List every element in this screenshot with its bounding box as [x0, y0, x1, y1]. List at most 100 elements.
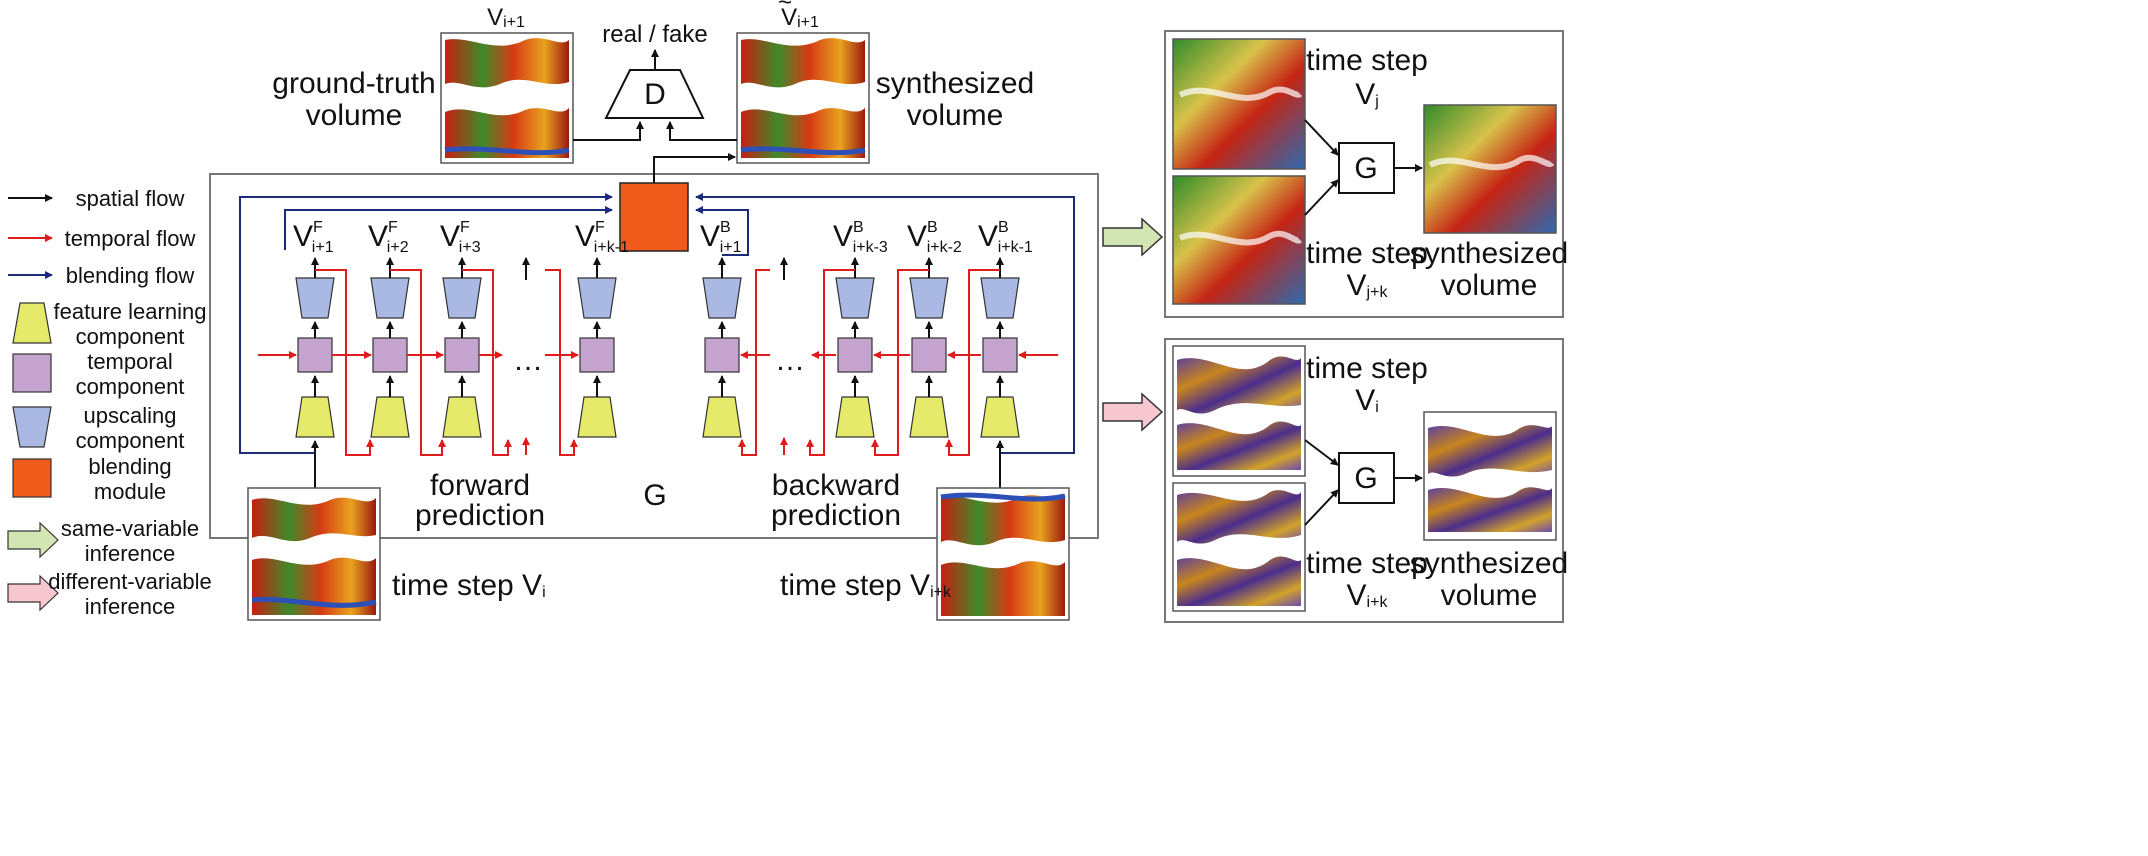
panel-bottom-generator-label: G [1354, 462, 1377, 495]
feature-learning-component [909, 396, 949, 438]
temporal-component [579, 337, 615, 373]
time-step-right-label: time step Vi+k [780, 569, 952, 602]
temporal-component [911, 337, 947, 373]
upscaling-component [442, 277, 482, 319]
legend-label: blending [88, 454, 171, 479]
panel-top-volume-2 [1172, 175, 1306, 305]
blend-to-synth-arrow [653, 153, 736, 183]
panel-bottom-out2: volume [1441, 579, 1538, 612]
panel-bottom-ts1: time step [1306, 352, 1428, 385]
legend-item: spatial flow [8, 186, 185, 211]
panel-top-generator [1338, 142, 1395, 194]
orange-square-icon [12, 458, 52, 498]
temporal-component [982, 337, 1018, 373]
panel-top-generator-label: G [1354, 152, 1377, 185]
tilde-mark: ~ [778, 0, 792, 16]
panel-bottom-output-volume [1423, 411, 1557, 541]
panel-top-output-volume [1423, 104, 1557, 234]
feature-learning-component [702, 396, 742, 438]
legend-item: temporal flow [8, 226, 196, 251]
panel-same-variable [1164, 30, 1564, 318]
panel-bottom-generator [1338, 452, 1395, 504]
generator-label: G [643, 479, 666, 512]
forward-prediction-label-1: forward [430, 469, 530, 502]
legend-label: module [94, 479, 166, 504]
panel-bottom-arrow-2 [1304, 489, 1339, 526]
temporal-component [444, 337, 480, 373]
panel-top-arrow-2 [1304, 179, 1339, 216]
temporal-component [372, 337, 408, 373]
panel-top-arrow-1 [1304, 119, 1339, 156]
upscaling-component [370, 277, 410, 319]
legend-item: blending flow [8, 263, 194, 288]
real-fake-label: real / fake [602, 21, 707, 48]
panel-top-ts1-var: Vj [1355, 78, 1379, 111]
synth-to-disc-arrow [666, 121, 737, 141]
temporal-component [837, 337, 873, 373]
legend-label: same-variable [61, 516, 199, 541]
legend-label: temporal flow [65, 226, 196, 251]
blending-module [619, 182, 689, 252]
feature-learning-component [980, 396, 1020, 438]
panel-bottom-volume-2 [1172, 482, 1306, 612]
input-volume-right [936, 487, 1070, 621]
legend-label: upscaling [84, 403, 177, 428]
synthesized-volume [736, 32, 870, 164]
input-volume-left [247, 487, 381, 621]
panel-bottom-ts1-var: Vi [1355, 384, 1379, 417]
blending-flow-lines [239, 193, 1075, 454]
upscaling-component [980, 277, 1020, 319]
forward-prediction-label-2: prediction [415, 499, 545, 532]
feature-learning-component [577, 396, 617, 438]
ground-truth-label-2: volume [306, 99, 403, 132]
panel-top-volume-1 [1172, 38, 1306, 170]
different-variable-arrow [1102, 392, 1164, 432]
legend-label: inference [85, 541, 176, 566]
blue-trapezoid-icon [12, 406, 52, 448]
upscaling-component [835, 277, 875, 319]
gt-to-disc-arrow [573, 121, 644, 141]
panel-top-out2: volume [1441, 269, 1538, 302]
forward-ellipsis: … [513, 344, 543, 377]
pink-block-arrow-icon [7, 574, 59, 612]
temporal-component [704, 337, 740, 373]
panel-different-variable [1164, 338, 1564, 623]
legend-label: component [76, 374, 185, 399]
legend-label: inference [85, 594, 176, 619]
legend-label: different-variable [48, 569, 211, 594]
same-variable-arrow [1102, 217, 1164, 257]
panel-top-ts2-var: Vj+k [1347, 269, 1389, 302]
panel-bottom-arrow-1 [1304, 439, 1339, 466]
synthesized-title: Vi+1 [781, 4, 819, 31]
backward-prediction-label-2: prediction [771, 499, 901, 532]
upscaling-component [577, 277, 617, 319]
backward-prediction-label-1: backward [772, 469, 900, 502]
panel-top-out1: synthesized [1410, 237, 1568, 270]
discriminator-block [604, 69, 705, 119]
legend-label: component [76, 324, 185, 349]
synthesized-label-2: volume [907, 99, 1004, 132]
